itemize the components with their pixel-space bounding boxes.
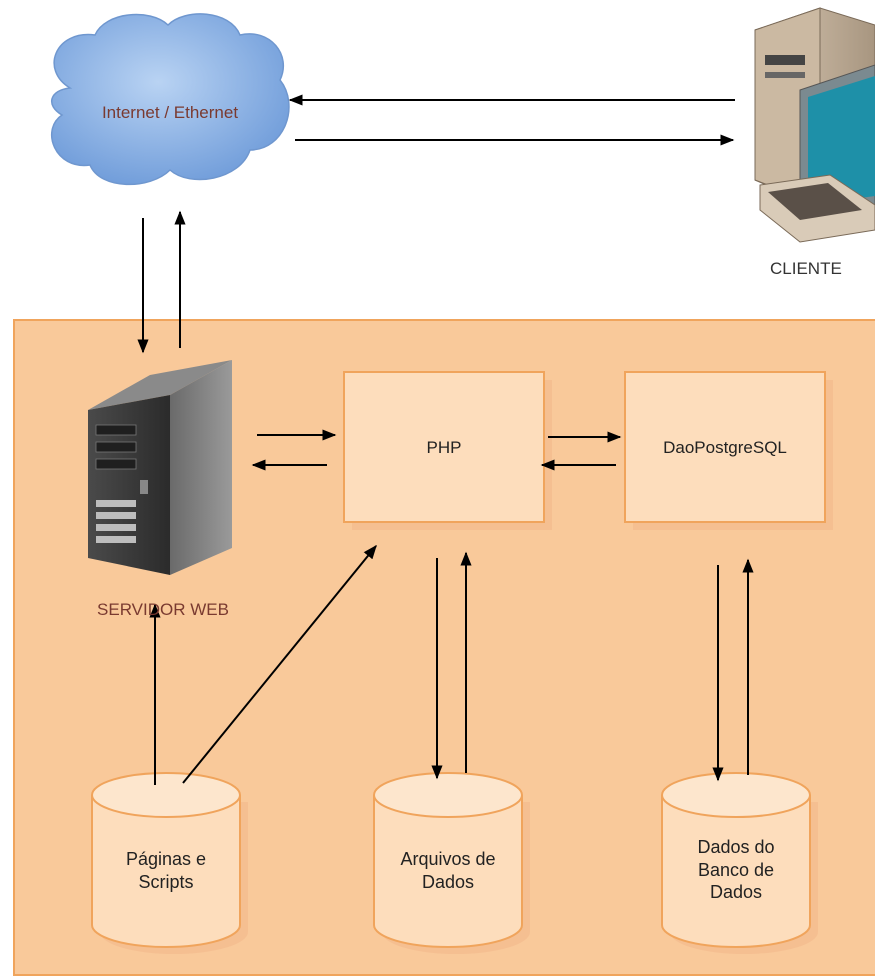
php-box-label: PHP [426,438,462,457]
server-label: SERVIDOR WEB [97,600,229,619]
dao-box [624,371,833,530]
cloud-icon [51,13,290,186]
db-database [661,772,818,954]
php-box [343,371,552,530]
db-database-label: Dados do Banco de Dados [697,837,775,902]
desktop-computer-icon [754,7,875,243]
pages-database [91,772,248,954]
arrows [137,94,754,785]
arrow-pages-to-php [182,544,377,784]
dao-box-label: DaoPostgreSQL [663,438,787,457]
client-label: CLIENTE [770,259,842,278]
cloud-label: Internet / Ethernet [101,103,239,122]
pages-database-label: Páginas e Scripts [125,849,207,892]
files-database-label: Arquivos de Dados [400,849,496,892]
files-database [373,772,530,954]
server-tower-icon [88,360,232,575]
